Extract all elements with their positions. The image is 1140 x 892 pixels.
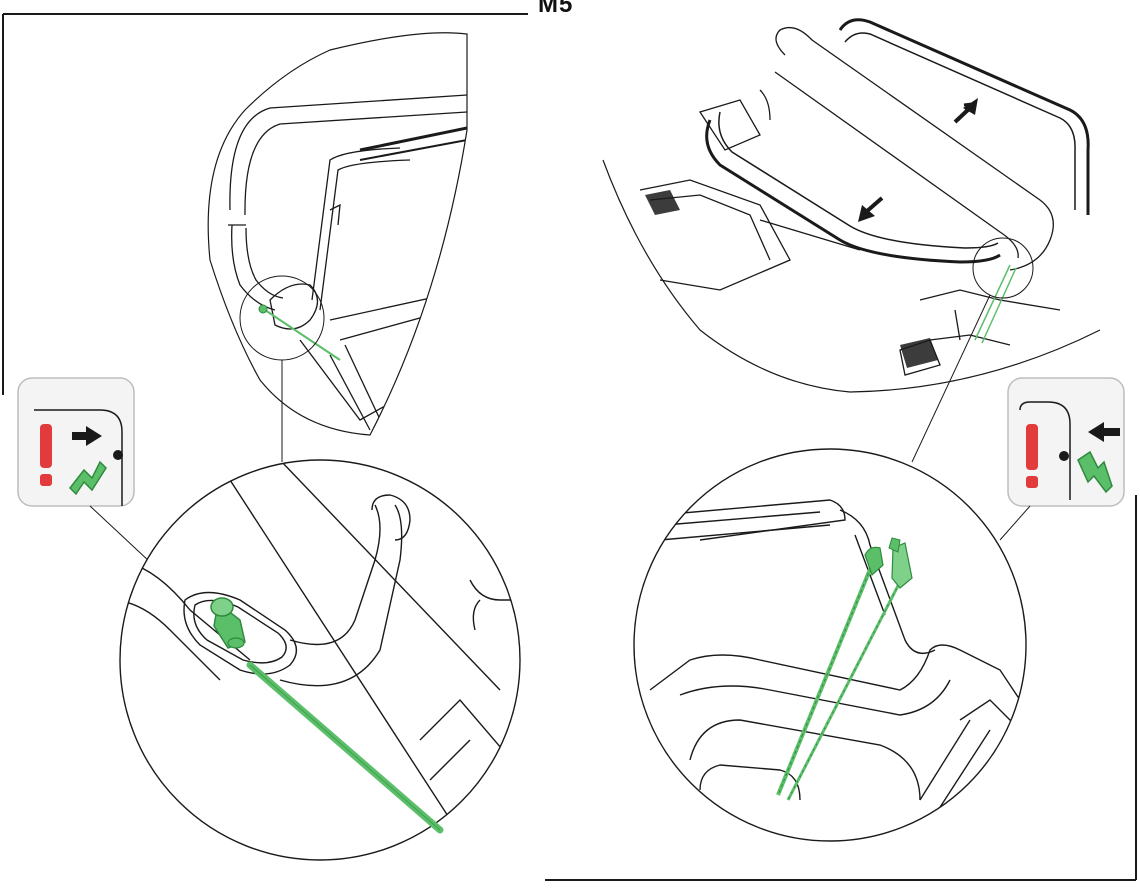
cable-knob [210, 597, 246, 649]
warning-icon [40, 424, 52, 486]
dot-icon [1059, 451, 1069, 461]
arrow-right-icon [72, 426, 102, 446]
cable-clip-detail-drawing [120, 460, 520, 851]
arrow-down-icon [858, 205, 875, 222]
left-detail-panel [119, 459, 521, 861]
icon-box-right [1007, 377, 1125, 507]
dot-icon [113, 450, 123, 460]
cable-icon [69, 460, 107, 496]
zoom-leader-right [911, 294, 991, 463]
handle-drawing [228, 94, 467, 431]
right-overview-panel [602, 18, 1101, 463]
cable-pair [776, 537, 913, 801]
cable-routing-detail-drawing [649, 499, 1021, 816]
arrow-left-icon [1088, 422, 1120, 442]
cable-icon [1077, 450, 1113, 494]
zoom-circle-right [972, 237, 1034, 299]
cable-clip-small [258, 304, 268, 314]
left-overview-panel [207, 32, 468, 462]
cable-line-small-right [974, 264, 1017, 344]
right-detail-panel [633, 448, 1027, 842]
icon-box-left [17, 377, 135, 507]
icon-leader-left [89, 505, 151, 563]
warning-icon [1026, 424, 1038, 488]
frame-lines [2, 13, 1137, 881]
icon-leader-right [999, 505, 1031, 541]
cable-line-small [264, 309, 341, 361]
folded-handle-drawing [639, 18, 1090, 376]
page-label: M5 [538, 0, 574, 18]
